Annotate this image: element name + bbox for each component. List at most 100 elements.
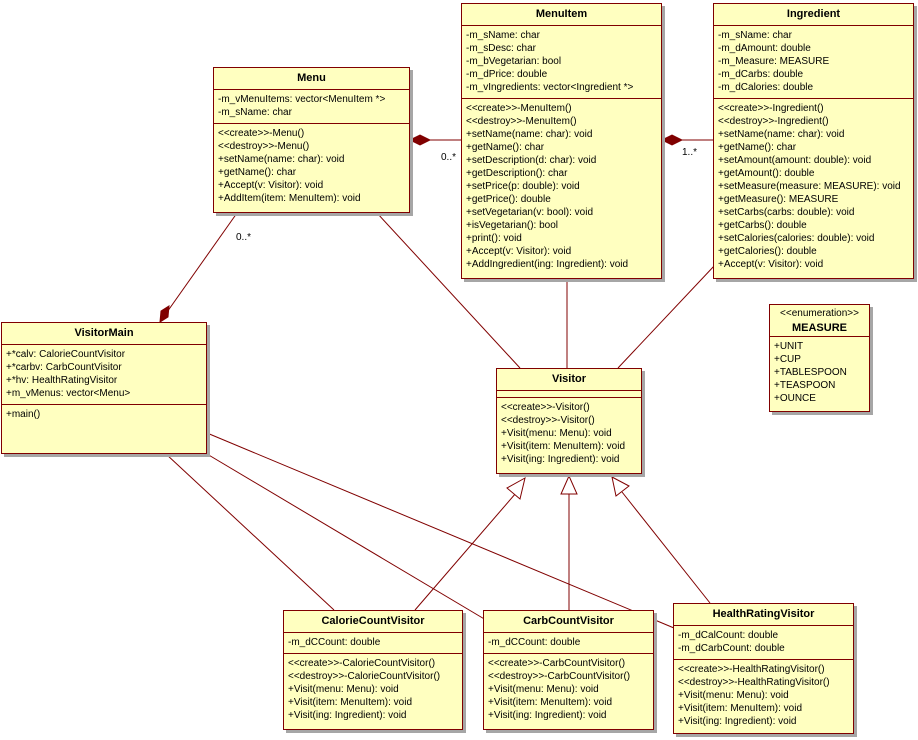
operation-list: <<create>>-Visitor()<<destroy>>-Visitor(… <box>497 398 641 470</box>
class-operation: <<destroy>>-HealthRatingVisitor() <box>678 677 830 688</box>
class-operation: +getMeasure(): MEASURE <box>718 194 839 205</box>
operation-list: +main() <box>2 405 206 425</box>
class-name: MenuItem <box>462 4 661 26</box>
multiplicity-item-ingredients: 1..* <box>682 147 698 158</box>
operation-list: <<create>>-CarbCountVisitor() <<destroy>>… <box>484 654 653 726</box>
multiplicity-menu-items: 0..* <box>441 152 457 163</box>
enum-literal: +TABLESPOON <box>774 367 847 378</box>
class-operation: +getName(): char <box>466 142 545 153</box>
class-operation: <<create>>-CarbCountVisitor() <box>488 658 626 669</box>
class-attribute: -m_sName: char <box>218 107 292 118</box>
class-operation: +getName(): char <box>218 167 297 178</box>
class-healthratingvisitor[interactable]: HealthRatingVisitor -m_dCalCount: double… <box>673 603 854 734</box>
class-attribute: -m_sName: char <box>718 30 792 41</box>
class-operation: <<destroy>>-MenuItem() <box>466 116 577 127</box>
class-attribute: +*hv: HealthRatingVisitor <box>6 375 118 386</box>
class-operation: +AddItem(item: MenuItem): void <box>218 193 361 204</box>
class-operation: <<create>>-Menu() <box>218 128 305 139</box>
class-attribute: -m_sDesc: char <box>466 43 537 54</box>
class-name: Menu <box>214 68 409 90</box>
class-operation: +Accept(v: Visitor): void <box>466 246 572 257</box>
class-operation: +setName(name: char): void <box>718 129 845 140</box>
class-name: Ingredient <box>714 4 913 26</box>
class-operation: <<create>>-MenuItem() <box>466 103 572 114</box>
class-name: Visitor <box>497 369 641 391</box>
class-operation: +print(): void <box>466 233 522 244</box>
class-name: CalorieCountVisitor <box>284 611 462 633</box>
attribute-list: -m_dCCount: double <box>484 633 653 654</box>
enum-literal: +OUNCE <box>774 393 816 404</box>
class-operation: +getCalories(): double <box>718 246 817 257</box>
class-operation: +Visit(item: MenuItem): void <box>288 697 413 708</box>
attribute-list: -m_vMenuItems: vector<MenuItem *> -m_sNam… <box>214 90 409 124</box>
class-operation: <<destroy>>-Ingredient() <box>718 116 829 127</box>
generalization-arrow-calorie <box>506 477 526 500</box>
class-attribute: +m_vMenus: vector<Menu> <box>6 388 131 399</box>
multiplicity-main-menus: 0..* <box>236 232 252 243</box>
class-attribute: -m_dCarbs: double <box>718 69 804 80</box>
class-operation: +isVegetarian(): bool <box>466 220 559 231</box>
class-operation: +Visit(item: MenuItem): void <box>678 703 803 714</box>
attribute-list: -m_dCCount: double <box>284 633 462 654</box>
class-menuitem[interactable]: MenuItem -m_sName: char -m_sDesc: char -m_… <box>461 3 662 279</box>
class-operation: +getPrice(): double <box>466 194 551 205</box>
operation-list: <<create>>-MenuItem() <<destroy>>-MenuIte… <box>462 99 661 275</box>
class-attribute: +*calv: CalorieCountVisitor <box>6 349 126 360</box>
class-visitor[interactable]: Visitor <<create>>-Visitor()<<destroy>>-… <box>496 368 642 474</box>
class-operation: <<create>>-HealthRatingVisitor() <box>678 664 825 675</box>
class-attribute: -m_vMenuItems: vector<MenuItem *> <box>218 94 386 105</box>
operation-list: <<create>>-HealthRatingVisitor() <<destro… <box>674 660 853 732</box>
class-attribute: -m_bVegetarian: bool <box>466 56 562 67</box>
enum-literal: +UNIT <box>774 341 804 352</box>
class-operation: <<create>>-CalorieCountVisitor() <box>288 658 436 669</box>
generalization-arrow-health <box>611 476 630 497</box>
class-operation: +setAmount(amount: double): void <box>718 155 872 166</box>
class-name: VisitorMain <box>2 323 206 345</box>
class-visitormain[interactable]: VisitorMain +*calv: CalorieCountVisitor +… <box>1 322 207 454</box>
class-attribute: -m_sName: char <box>466 30 540 41</box>
class-attribute: -m_dAmount: double <box>718 43 811 54</box>
class-operation: +getCarbs(): double <box>718 220 807 231</box>
class-operation: <<destroy>>-CalorieCountVisitor() <box>288 671 441 682</box>
class-operation: +setName(name: char): void <box>466 129 593 140</box>
class-attribute: +*carbv: CarbCountVisitor <box>6 362 122 373</box>
class-operation: +Accept(v: Visitor): void <box>218 180 324 191</box>
enum-literal: +CUP <box>774 354 801 365</box>
class-operation: +Visit(ing: Ingredient): void <box>288 710 407 721</box>
class-operation: +setVegetarian(v: bool): void <box>466 207 594 218</box>
class-operation: +main() <box>6 409 41 420</box>
class-attribute: -m_dCCount: double <box>488 637 581 648</box>
class-menu[interactable]: Menu -m_vMenuItems: vector<MenuItem *>-m… <box>213 67 410 213</box>
class-operation: <<destroy>>-CarbCountVisitor() <box>488 671 631 682</box>
enum-measure[interactable]: <<enumeration>> MEASURE +UNIT+CUP+TABLES… <box>769 304 870 412</box>
class-operation: +AddIngredient(ing: Ingredient): void <box>466 259 629 270</box>
class-operation: +Visit(menu: Menu): void <box>501 428 612 439</box>
class-operation: +setCarbs(carbs: double): void <box>718 207 855 218</box>
class-operation: +Accept(v: Visitor): void <box>718 259 824 270</box>
class-attribute: -m_dPrice: double <box>466 69 548 80</box>
class-operation: +setCalories(calories: double): void <box>718 233 875 244</box>
class-operation: +getName(): char <box>718 142 797 153</box>
class-attribute: -m_vIngredients: vector<Ingredient *> <box>466 82 634 93</box>
class-operation: +setPrice(p: double): void <box>466 181 580 192</box>
class-operation: +Visit(item: MenuItem): void <box>488 697 613 708</box>
class-operation: +getAmount(): double <box>718 168 815 179</box>
class-operation: +Visit(ing: Ingredient): void <box>678 716 797 727</box>
class-operation: <<destroy>>-Visitor() <box>501 415 595 426</box>
attribute-list: -m_sName: char-m_dAmount: double-m_Measu… <box>714 26 913 99</box>
composition-diamond-visitormain <box>159 305 170 323</box>
operation-list: <<create>>-CalorieCountVisitor() <<destro… <box>284 654 462 726</box>
attribute-list: -m_dCalCount: double-m_dCarbCount: doubl… <box>674 626 853 660</box>
composition-diamond-menu <box>408 134 432 146</box>
class-caloriecountvisitor[interactable]: CalorieCountVisitor -m_dCCount: double <… <box>283 610 463 730</box>
class-ingredient[interactable]: Ingredient -m_sName: char -m_dAmount: dou… <box>713 3 914 279</box>
class-attribute: -m_dCalCount: double <box>678 630 779 641</box>
class-operation: <<destroy>>-Menu() <box>218 141 310 152</box>
link-menu-visitor <box>376 212 521 369</box>
class-carbcountvisitor[interactable]: CarbCountVisitor -m_dCCount: double <<cr… <box>483 610 654 730</box>
link-visitormain-carb <box>206 453 487 621</box>
enum-literal-list: +UNIT+CUP+TABLESPOON+TEASPOON+OUNCE <box>770 337 869 409</box>
enum-stereotype: <<enumeration>> <box>780 308 859 319</box>
class-attribute: -m_dCalories: double <box>718 82 814 93</box>
